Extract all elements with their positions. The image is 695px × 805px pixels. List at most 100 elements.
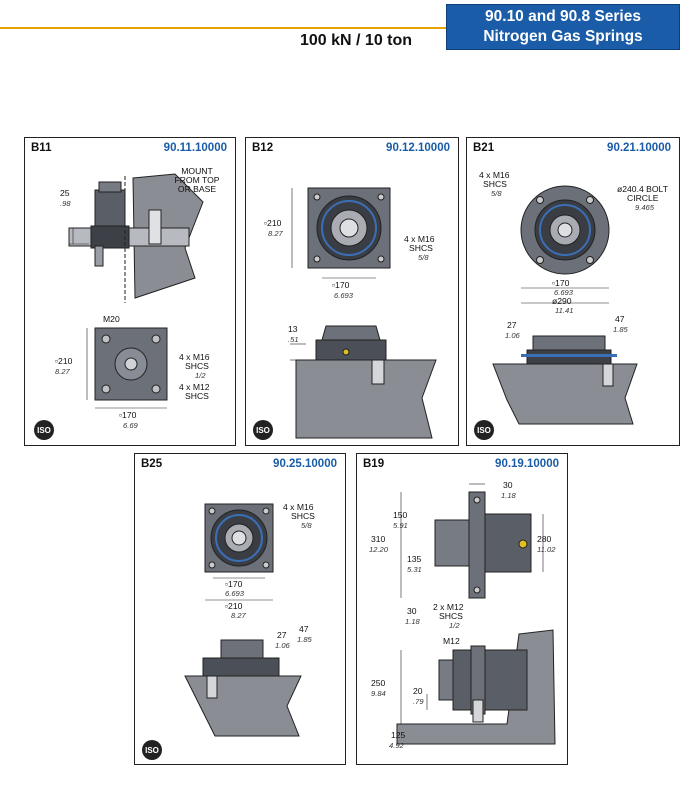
part-number: 90.11.10000 — [163, 142, 227, 154]
m20-label: M20 — [103, 314, 120, 324]
dim-47-in: 1.85 — [613, 325, 629, 334]
dim-27-in: 1.06 — [505, 331, 521, 340]
dim-27-in: 1.06 — [275, 641, 291, 650]
panel-code: B12 — [252, 142, 274, 154]
bolt-circle: ø240.4 BOLT — [617, 184, 669, 194]
dim-210: ▫210 — [225, 601, 243, 611]
dim-250-in: 9.84 — [371, 689, 386, 698]
m12-label: 2 x M12 — [433, 602, 464, 612]
dim-25: 25 — [60, 188, 70, 198]
dim-25-in: .98 — [60, 199, 71, 208]
panel-code: B25 — [141, 458, 163, 470]
dim-135-in: 5.31 — [407, 565, 422, 574]
dim-170: ▫170 — [119, 410, 137, 420]
dim-250: 250 — [371, 678, 386, 688]
m12-in: 1/2 — [449, 621, 460, 630]
dim-27: 27 — [277, 630, 287, 640]
dim-170: ▫170 — [552, 278, 570, 288]
dim-210-in: 8.27 — [55, 367, 71, 376]
mount-line2: FROM TOP — [174, 175, 219, 185]
dim-20-in: .79 — [413, 697, 424, 706]
dim-47-in: 1.85 — [297, 635, 313, 644]
b21-drawing: 4 x M16 SHCS 5/8 ø240.4 BOLT CIRCLE 9.46… — [474, 170, 669, 440]
dim-310: 310 — [371, 534, 386, 544]
series-title-line2: Nitrogen Gas Springs — [483, 28, 643, 45]
dim-170-in: 6.69 — [123, 421, 139, 430]
bolt-circle-2: CIRCLE — [627, 193, 659, 203]
dim-20: 20 — [413, 686, 423, 696]
m16-shcs: SHCS — [185, 361, 209, 371]
m16-shcs: SHCS — [483, 179, 507, 189]
dim-310-in: 12.20 — [369, 545, 389, 554]
panel-b11: B11 90.11.10000 25 .98 MOUNT FROM TOP OR… — [24, 137, 236, 446]
dim-170-in: 6.693 — [334, 291, 354, 300]
part-number: 90.19.10000 — [495, 458, 559, 470]
m16-in: 5/8 — [491, 189, 502, 198]
m16-label: 4 x M16 — [283, 502, 314, 512]
part-number: 90.12.10000 — [386, 142, 450, 154]
dim-30a: 30 — [503, 480, 513, 490]
m16-shcs: SHCS — [409, 243, 433, 253]
m16-label: 4 x M16 — [479, 170, 510, 180]
dim-30b-in: 1.18 — [405, 617, 421, 626]
m12-label: 4 x M12 — [179, 382, 210, 392]
m16-shcs: SHCS — [291, 511, 315, 521]
m12-shcs: SHCS — [439, 611, 463, 621]
dim-30b: 30 — [407, 606, 417, 616]
iso-badge-icon: ISO — [34, 420, 54, 440]
dim-30a-in: 1.18 — [501, 491, 517, 500]
dim-280: 280 — [537, 534, 552, 544]
dim-210: ▫210 — [55, 356, 73, 366]
dim-125-in: 4.92 — [389, 741, 405, 750]
b25-drawing: 4 x M16 SHCS 5/8 ▫170 6.693 ▫210 8.27 27… — [142, 502, 315, 760]
panel-code: B21 — [473, 142, 495, 154]
series-title-box: 90.10 and 90.8 Series Nitrogen Gas Sprin… — [446, 4, 680, 50]
dim-170: ▫170 — [332, 280, 350, 290]
dim-47: 47 — [615, 314, 625, 324]
m12-shcs: SHCS — [185, 391, 209, 401]
m16-in: 1/2 — [195, 371, 206, 380]
dim-170: ▫170 — [225, 579, 243, 589]
dim-13: 13 — [288, 324, 298, 334]
dim-135: 135 — [407, 554, 422, 564]
svg-text:ISO: ISO — [37, 426, 51, 435]
iso-badge-icon: ISO — [142, 740, 162, 760]
svg-text:ISO: ISO — [256, 426, 270, 435]
b19-drawing: 30 1.18 150 5.91 310 12.20 280 11.02 135… — [369, 480, 556, 750]
dim-150: 150 — [393, 510, 408, 520]
dim-290: ø290 — [552, 296, 572, 306]
series-title-line1: 90.10 and 90.8 Series — [485, 8, 641, 25]
dim-210-in: 8.27 — [231, 611, 247, 620]
panel-b12: B12 90.12.10000 ▫210 8.27 4 x M16 SHCS 5… — [245, 137, 459, 446]
svg-text:ISO: ISO — [477, 426, 491, 435]
iso-badge-icon: ISO — [253, 420, 273, 440]
svg-text:ISO: ISO — [145, 746, 159, 755]
m16-in: 5/8 — [418, 253, 429, 262]
panel-code: B19 — [363, 458, 385, 470]
dim-280-in: 11.02 — [537, 545, 556, 554]
dim-27: 27 — [507, 320, 517, 330]
dim-47: 47 — [299, 624, 309, 634]
m16-label: 4 x M16 — [179, 352, 210, 362]
m16-in: 5/8 — [301, 521, 312, 530]
panel-code: B11 — [31, 142, 52, 154]
b12-drawing: ▫210 8.27 4 x M16 SHCS 5/8 ▫170 6.693 13… — [253, 187, 437, 440]
mount-line3: OR BASE — [178, 184, 216, 194]
dim-170-in: 6.693 — [554, 288, 574, 297]
m16-label: 4 x M16 — [404, 234, 435, 244]
panel-b19: B19 90.19.10000 30 1.18 150 5.91 310 12.… — [356, 453, 568, 765]
bolt-circle-in: 9.465 — [635, 203, 655, 212]
dim-210-in: 8.27 — [268, 229, 284, 238]
panel-b25: B25 90.25.10000 4 x M16 SHCS 5/8 ▫170 6.… — [134, 453, 346, 765]
part-number: 90.25.10000 — [273, 458, 337, 470]
dim-210: ▫210 — [264, 218, 282, 228]
dim-125: 125 — [391, 730, 406, 740]
panel-b21: B21 90.21.10000 4 x M16 SHCS 5/8 ø240.4 … — [466, 137, 680, 446]
dim-170-in: 6.693 — [225, 589, 245, 598]
header-rule — [0, 27, 448, 29]
dim-290-in: 11.41 — [555, 306, 573, 315]
dim-13-in: .51 — [288, 335, 299, 344]
mount-line1: MOUNT — [181, 166, 213, 176]
capacity-title: 100 kN / 10 ton — [300, 32, 413, 49]
b11-drawing: 25 .98 MOUNT FROM TOP OR BASE M20 ▫210 8… — [34, 166, 220, 440]
